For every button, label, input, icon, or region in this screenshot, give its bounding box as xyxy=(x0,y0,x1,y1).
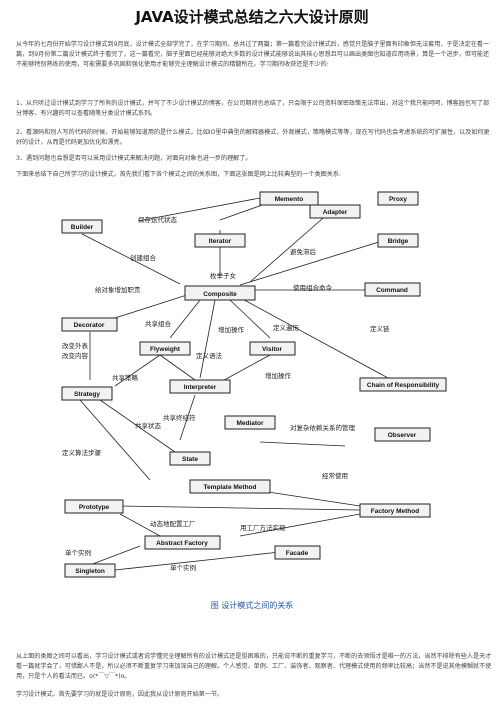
relation-label: 定义链 xyxy=(370,324,390,333)
pattern-box-chain-of-responsibility: Chain of Responsibility xyxy=(359,377,447,392)
svg-text:Memento: Memento xyxy=(275,196,304,203)
figure-caption: 图 设计模式之间的关系 xyxy=(210,601,294,610)
pattern-box-singleton: Singleton xyxy=(64,563,116,578)
pattern-box-state: State xyxy=(169,451,211,466)
pattern-box-observer: Observer xyxy=(374,427,431,442)
svg-text:Singleton: Singleton xyxy=(75,568,105,575)
pattern-box-visitor: Visitor xyxy=(249,341,296,356)
svg-text:Iterator: Iterator xyxy=(209,238,232,245)
pattern-box-prototype: Prototype xyxy=(64,499,124,514)
relation-label: 对复杂依赖关系的管理 xyxy=(290,423,356,432)
relation-label: 增加操作 xyxy=(218,325,245,334)
relation-label: 单个实例 xyxy=(65,548,91,557)
intro-point-2: 2、看源码和别人写的代码的时候，开始能够知道用的是什么模式，比如IO里中典型的解… xyxy=(16,129,490,146)
relation-label: 共享终结符 xyxy=(163,413,196,422)
svg-text:Template Method: Template Method xyxy=(204,484,257,491)
relation-label: 定义遍历 xyxy=(273,323,300,332)
pattern-box-adapter: Adapter xyxy=(309,204,361,219)
intro-paragraph: 从今年的七月份开始学习设计模式到9月底，设计模式全部学完了，在学习期间，总共过了… xyxy=(16,41,490,68)
svg-text:Composite: Composite xyxy=(203,291,237,298)
outro-paragraph: 从上面的类图之间可以看出，学习设计模式或者说学懂完全理解所有的设计模式还是挺困难… xyxy=(16,653,492,680)
pattern-box-mediator: Mediator xyxy=(224,415,276,430)
svg-text:Visitor: Visitor xyxy=(262,346,283,353)
pattern-box-strategy: Strategy xyxy=(61,386,113,401)
relation-label: 改变内容 xyxy=(62,351,89,360)
relation-label: 单个实例 xyxy=(170,563,196,572)
svg-text:Factory Method: Factory Method xyxy=(371,508,419,515)
relation-label: 定义语法 xyxy=(196,351,223,360)
svg-text:Interpreter: Interpreter xyxy=(184,384,217,391)
relation-label: 动态地配置工厂 xyxy=(150,519,196,528)
relation-label: 定义算法步骤 xyxy=(62,448,102,457)
relation-label: 枚举子女 xyxy=(210,271,237,280)
svg-text:Strategy: Strategy xyxy=(74,391,100,398)
relation-label: 改变外表 xyxy=(62,341,89,350)
pattern-box-facade: Facade xyxy=(274,545,321,560)
relation-label: 经常使用 xyxy=(322,471,348,480)
relation-label: 用工厂方法实现 xyxy=(240,523,286,532)
relation-label: 共享状态 xyxy=(135,421,162,430)
relation-label: 共享策略 xyxy=(112,373,139,382)
outro-closing: 学习设计模式，首先要学习的就是设计原则，因此我从设计原则开始第一节。 xyxy=(16,691,224,698)
relation-label: 给对象增加职责 xyxy=(95,285,141,294)
svg-text:Adapter: Adapter xyxy=(323,209,348,216)
pattern-box-proxy: Proxy xyxy=(377,191,419,206)
svg-text:Mediator: Mediator xyxy=(236,420,264,427)
pattern-box-flyweight: Flyweight xyxy=(139,341,191,356)
svg-text:Flyweight: Flyweight xyxy=(150,346,181,353)
intro-point-1: 1、从只听过设计模式到学习了所有的设计模式，并写了不少设计模式的博客，在公司期间… xyxy=(16,100,490,117)
relation-label: 创建组合 xyxy=(130,253,157,262)
svg-text:Builder: Builder xyxy=(71,224,94,231)
pattern-box-composite: Composite xyxy=(184,285,256,301)
intro-lead-in: 下面来总结下自己所学习的设计模式，首先我们看下各个模式之间的关系图，下面这张图是… xyxy=(16,171,342,178)
relation-label: 增加操作 xyxy=(265,371,292,380)
svg-text:Observer: Observer xyxy=(388,432,417,439)
relation-label: 避免滞后 xyxy=(290,247,317,256)
pattern-box-builder: Builder xyxy=(61,219,103,234)
svg-text:State: State xyxy=(182,456,198,463)
pattern-box-memento: Memento xyxy=(259,191,319,206)
svg-text:Bridge: Bridge xyxy=(388,238,409,245)
pattern-box-template-method: Template Method xyxy=(189,479,271,494)
relation-label: 共享组合 xyxy=(145,319,172,328)
svg-text:Facade: Facade xyxy=(286,550,309,557)
pattern-box-command: Command xyxy=(364,282,421,297)
relation-label: 使用组合命令 xyxy=(293,283,333,292)
pattern-box-iterator: Iterator xyxy=(194,233,246,248)
pattern-box-decorator: Decorator xyxy=(61,317,118,332)
pattern-box-bridge: Bridge xyxy=(377,233,419,248)
relation-label: 保存迭代状态 xyxy=(138,215,178,224)
svg-text:Prototype: Prototype xyxy=(79,504,110,511)
intro-point-3: 3、遇到问题也会想是否可以采用设计模式来解决问题，对面向对象也进一步的理解了。 xyxy=(16,155,252,162)
article-title: JAVA设计模式总结之六大设计原则 xyxy=(135,8,369,26)
svg-text:Abstract Factory: Abstract Factory xyxy=(156,540,208,547)
svg-text:Command: Command xyxy=(376,287,408,294)
pattern-relationship-diagram: Memento Proxy Builder Adapter Iterator B… xyxy=(61,191,447,578)
svg-text:Decorator: Decorator xyxy=(74,322,105,329)
pattern-box-abstract-factory: Abstract Factory xyxy=(144,535,221,550)
svg-text:Chain of Responsibility: Chain of Responsibility xyxy=(367,382,440,389)
pattern-box-interpreter: Interpreter xyxy=(169,379,231,394)
pattern-box-factory-method: Factory Method xyxy=(359,503,431,518)
svg-text:Proxy: Proxy xyxy=(389,196,407,203)
